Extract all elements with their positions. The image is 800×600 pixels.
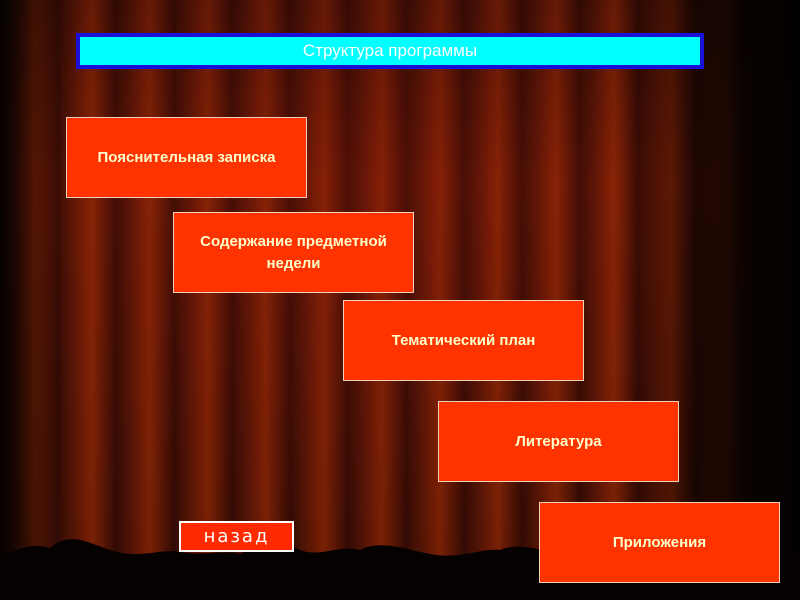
- slide-title: Структура программы: [302, 41, 478, 60]
- menu-item-label: Приложения: [612, 533, 707, 551]
- back-button-label: назад: [203, 526, 270, 547]
- menu-item-appendices[interactable]: Приложения: [539, 502, 780, 583]
- menu-item-label: Пояснительная записка: [97, 148, 276, 166]
- curtain-hem: [0, 539, 800, 600]
- menu-item-explanatory-note[interactable]: Пояснительная записка: [66, 117, 307, 198]
- menu-item-label: Содержание предметной недели: [200, 232, 387, 272]
- title-bar: Структура программы: [76, 33, 704, 69]
- menu-item-label: Литература: [515, 432, 602, 450]
- menu-item-week-content[interactable]: Содержание предметной недели: [173, 212, 414, 293]
- menu-item-label: Тематический план: [391, 331, 536, 349]
- back-button[interactable]: назад: [179, 521, 294, 552]
- menu-item-literature[interactable]: Литература: [438, 401, 679, 482]
- menu-item-thematic-plan[interactable]: Тематический план: [343, 300, 584, 381]
